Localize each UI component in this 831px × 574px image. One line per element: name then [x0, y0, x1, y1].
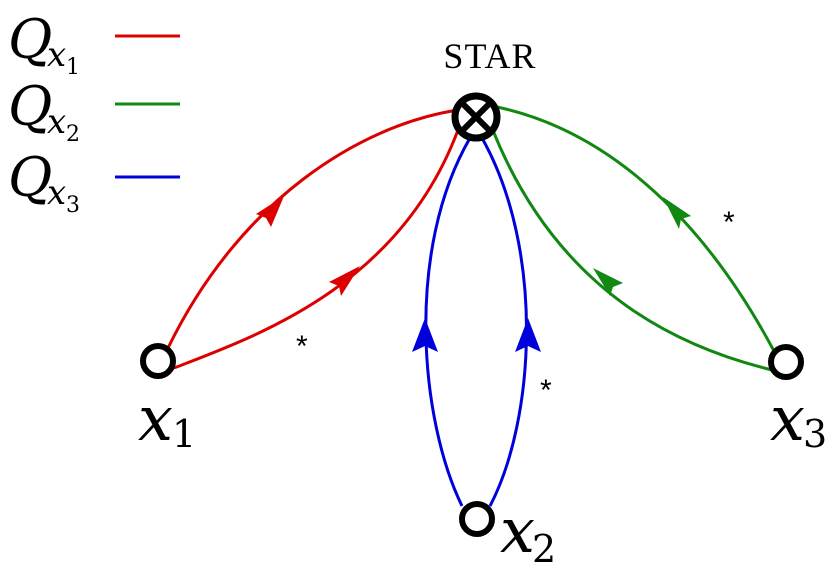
star-label: STAR — [443, 36, 536, 76]
label-x3: x 3 — [770, 382, 827, 456]
arrow-blue-left — [412, 318, 438, 352]
circled-x-icon — [451, 92, 501, 142]
legend-q3-base: Q — [8, 146, 52, 209]
asterisk-green: * — [723, 206, 735, 239]
edge-blue-left — [424, 137, 472, 507]
node-x3 — [768, 344, 804, 380]
edge-blue-right — [480, 137, 528, 507]
node-x1 — [140, 343, 176, 379]
label-x3-sub: 3 — [803, 412, 827, 456]
label-x1-var: x — [138, 382, 173, 455]
legend-q2-var: x — [47, 102, 66, 142]
arrow-green-lower — [593, 268, 623, 296]
legend-q2-base: Q — [8, 75, 52, 138]
edge-green-lower — [490, 127, 773, 372]
label-x2-sub: 2 — [532, 527, 556, 571]
arrow-green-upper — [663, 197, 691, 229]
label-x2-var: x — [500, 494, 535, 567]
arrow-blue-right — [515, 318, 541, 352]
label-x2: x 2 — [500, 494, 556, 571]
legend-q3-sub: 3 — [66, 193, 80, 218]
legend: Q x 1 Q x 2 Q x 3 — [8, 8, 180, 218]
legend-q1-base: Q — [8, 8, 52, 71]
asterisk-red: * — [296, 330, 308, 363]
legend-q1-var: x — [47, 35, 66, 75]
arrow-red-upper — [256, 196, 284, 227]
edge-red-upper — [166, 108, 459, 349]
asterisk-blue: * — [540, 374, 552, 407]
label-x1-sub: 1 — [172, 412, 196, 456]
edge-red-lower — [173, 129, 460, 370]
arrow-red-lower — [329, 266, 360, 296]
legend-item-qx2: Q x 2 — [8, 75, 180, 147]
legend-q1-sub: 1 — [66, 55, 80, 80]
edge-green-upper — [491, 104, 777, 354]
label-x3-var: x — [770, 382, 805, 455]
legend-item-qx1: Q x 1 — [8, 8, 180, 80]
legend-q3-var: x — [47, 173, 66, 213]
legend-q2-sub: 2 — [66, 122, 80, 147]
node-x2 — [459, 501, 495, 537]
legend-item-qx3: Q x 3 — [8, 146, 180, 218]
label-x1: x 1 — [138, 382, 196, 456]
